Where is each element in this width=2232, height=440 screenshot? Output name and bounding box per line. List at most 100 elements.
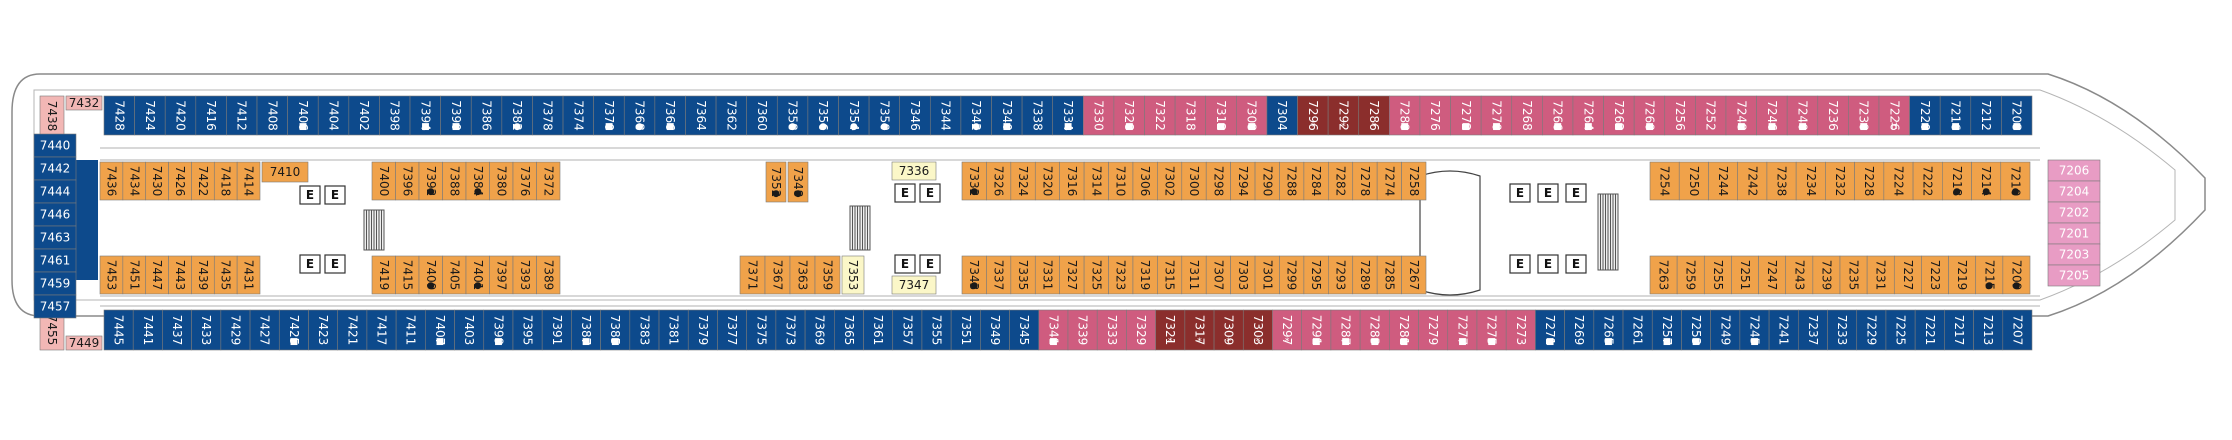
cabin-7319[interactable]: 7319 xyxy=(1132,255,1158,295)
cabin-7213[interactable]: 7213 xyxy=(1973,309,2004,351)
cabin-7294[interactable]: 7294 xyxy=(1230,161,1256,201)
cabin-7205[interactable]: 7205 xyxy=(2047,264,2101,287)
cabin-7268[interactable]: 7268 xyxy=(1511,95,1543,136)
cabin-7437[interactable]: 7437 xyxy=(162,309,192,351)
cabin-7379[interactable]: 7379 xyxy=(687,309,718,351)
cabin-7433[interactable]: 7433 xyxy=(191,309,222,351)
cabin-7360[interactable]: 7360 xyxy=(746,95,778,136)
cabin-7310[interactable]: 7310 xyxy=(1108,161,1134,201)
cabin-7346[interactable]: 7346 xyxy=(899,95,931,136)
cabin-7370[interactable]: 7370■ xyxy=(593,95,625,136)
cabin-7277[interactable]: 7277■ xyxy=(1447,309,1478,351)
cabin-7257[interactable]: 7257■ xyxy=(1651,309,1682,351)
cabin-7270[interactable]: 7270■ xyxy=(1480,95,1513,136)
cabin-7259[interactable]: 7259 xyxy=(1676,255,1705,295)
cabin-7308[interactable]: 7308■ xyxy=(1236,95,1268,136)
cabin-7223[interactable]: 7223 xyxy=(1921,255,1949,295)
cabin-7300[interactable]: 7300 xyxy=(1181,161,1207,201)
cabin-7353[interactable]: 7353 xyxy=(841,255,865,295)
cabin-7414[interactable]: 7414 xyxy=(236,161,261,201)
cabin-7357[interactable]: 7357 xyxy=(892,309,923,351)
cabin-7372[interactable]: 7372 xyxy=(536,161,561,201)
cabin-7335[interactable]: 7335 xyxy=(1010,255,1036,295)
cabin-7408[interactable]: 7408 xyxy=(256,95,288,136)
cabin-7457[interactable]: 7457 xyxy=(33,294,77,319)
cabin-7341[interactable]: 7341■ xyxy=(1038,309,1069,351)
cabin-7287[interactable]: 7287■ xyxy=(1330,309,1361,351)
cabin-7299[interactable]: 7299 xyxy=(1279,255,1305,295)
cabin-7459[interactable]: 7459 xyxy=(33,271,77,296)
cabin-7339[interactable]: 7339 xyxy=(1067,309,1098,351)
cabin-7391[interactable]: 7391 xyxy=(541,309,572,351)
cabin-7453[interactable]: 7453 xyxy=(99,255,124,295)
cabin-7442[interactable]: 7442 xyxy=(33,156,77,181)
cabin-7290[interactable]: 7290 xyxy=(1254,161,1280,201)
cabin-7342[interactable]: 7342● xyxy=(960,95,992,136)
cabin-7274[interactable]: 7274 xyxy=(1376,161,1402,201)
cabin-7266[interactable]: 7266■ xyxy=(1542,95,1574,136)
cabin-7212[interactable]: 7212 xyxy=(1970,95,2002,136)
cabin-7236[interactable]: 7236 xyxy=(1817,95,1849,136)
cabin-7447[interactable]: 7447 xyxy=(145,255,169,295)
cabin-7362[interactable]: 7362 xyxy=(715,95,747,136)
cabin-7359[interactable]: 7359 xyxy=(814,255,841,295)
cabin-7345[interactable]: 7345 xyxy=(1009,309,1040,351)
cabin-7279[interactable]: 7279 xyxy=(1418,309,1449,351)
cabin-7201[interactable]: 7201 xyxy=(2047,222,2101,245)
cabin-7228[interactable]: 7228 xyxy=(1854,161,1885,201)
cabin-7443[interactable]: 7443 xyxy=(168,255,192,295)
cabin-7324[interactable]: 7324 xyxy=(1010,161,1036,201)
cabin-7348[interactable]: 7348● xyxy=(787,161,809,203)
cabin-7400[interactable]: 7400 xyxy=(371,161,396,201)
cabin-7239[interactable]: 7239 xyxy=(1812,255,1841,295)
cabin-7252[interactable]: 7252 xyxy=(1695,95,1727,136)
cabin-7421[interactable]: 7421 xyxy=(337,309,368,351)
cabin-7264[interactable]: 7264■ xyxy=(1572,95,1604,136)
cabin-7227[interactable]: 7227 xyxy=(1893,255,1922,295)
cabin-7216[interactable]: 7216■ xyxy=(1939,95,1972,136)
cabin-7241[interactable]: 7241 xyxy=(1768,309,1799,351)
cabin-7393[interactable]: 7393 xyxy=(512,255,537,295)
cabin-7291[interactable]: 7291■ xyxy=(1301,309,1332,351)
cabin-7208[interactable]: 7208■ xyxy=(2001,95,2033,136)
cabin-7204[interactable]: 7204 xyxy=(2047,180,2101,203)
cabin-7420[interactable]: 7420 xyxy=(164,95,197,136)
cabin-7378[interactable]: 7378 xyxy=(532,95,564,136)
cabin-7355[interactable]: 7355 xyxy=(921,309,952,351)
cabin-7369[interactable]: 7369 xyxy=(804,309,835,351)
cabin-7354[interactable]: 7354● xyxy=(838,95,870,136)
cabin-7405[interactable]: 7405 xyxy=(442,255,467,295)
cabin-7363[interactable]: 7363 xyxy=(789,255,816,295)
cabin-7232[interactable]: 7232 xyxy=(1825,161,1855,201)
cabin-7352[interactable]: 7352● xyxy=(765,161,787,203)
cabin-7225[interactable]: 7225 xyxy=(1885,309,1916,351)
cabin-7416[interactable]: 7416 xyxy=(195,95,227,136)
cabin-7219[interactable]: 7219 xyxy=(1948,255,1977,295)
cabin-7251[interactable]: 7251 xyxy=(1731,255,1759,295)
cabin-7431[interactable]: 7431 xyxy=(236,255,261,295)
cabin-7303[interactable]: 7303 xyxy=(1230,255,1256,295)
cabin-7222[interactable]: 7222 xyxy=(1912,161,1943,201)
cabin-7254[interactable]: 7254 xyxy=(1649,161,1680,201)
cabin-7386[interactable]: 7386 xyxy=(470,95,503,136)
cabin-7323[interactable]: 7323 xyxy=(1108,255,1134,295)
cabin-7327[interactable]: 7327 xyxy=(1059,255,1085,295)
cabin-7430[interactable]: 7430 xyxy=(145,161,169,201)
cabin-7265[interactable]: 7265■ xyxy=(1593,309,1624,351)
cabin-7309[interactable]: 7309* xyxy=(1213,309,1244,351)
cabin-7272[interactable]: 7272■ xyxy=(1450,95,1482,136)
cabin-7297[interactable]: 7297* xyxy=(1272,309,1302,351)
cabin-7365[interactable]: 7365 xyxy=(834,309,864,351)
cabin-7221[interactable]: 7221 xyxy=(1914,309,1945,351)
cabin-7396[interactable]: 7396 xyxy=(395,161,420,201)
cabin-7381[interactable]: 7381 xyxy=(658,309,689,351)
cabin-7397[interactable]: 7397 xyxy=(489,255,514,295)
cabin-7233[interactable]: 7233 xyxy=(1827,309,1858,351)
cabin-7384[interactable]: 7384● xyxy=(465,161,490,201)
cabin-7322[interactable]: 7322 xyxy=(1144,95,1176,136)
cabin-7375[interactable]: 7375 xyxy=(746,309,777,351)
cabin-7224[interactable]: 7224 xyxy=(1883,161,1914,201)
cabin-7417[interactable]: 7417 xyxy=(366,309,397,351)
cabin-7334[interactable]: 7334■ xyxy=(1052,95,1084,136)
